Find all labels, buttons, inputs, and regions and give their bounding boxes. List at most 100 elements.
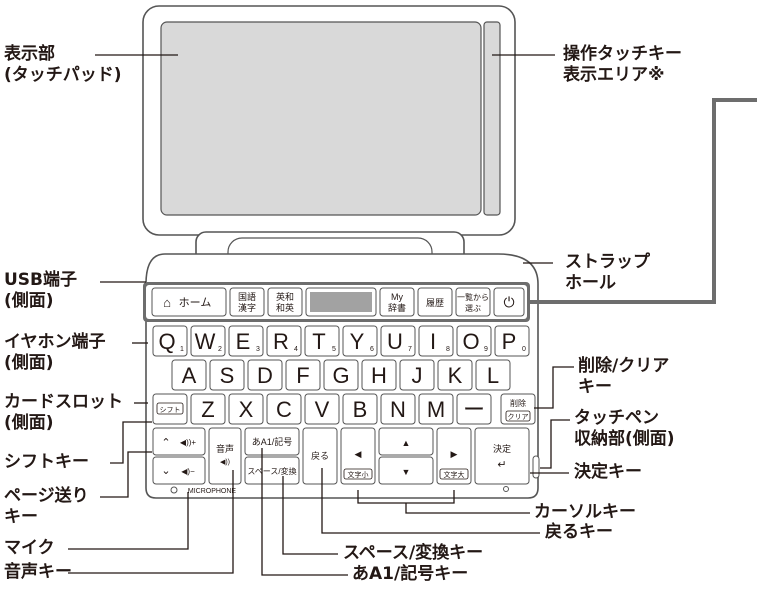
rireki-key[interactable]	[417, 287, 453, 317]
key-J[interactable]	[399, 359, 435, 391]
pen-slot	[532, 455, 540, 479]
my-jisho-key[interactable]	[379, 287, 415, 317]
moji-small-badge	[343, 468, 373, 480]
space-leader	[282, 476, 338, 555]
key-ー[interactable]	[456, 393, 492, 425]
label-card-slot-line2: (側面)	[4, 413, 54, 433]
microphone-hole	[170, 486, 178, 494]
label-space: スペース/変換キー	[343, 543, 483, 564]
voice-leader	[68, 470, 234, 574]
label-page-line2: キー	[4, 507, 38, 527]
key-X[interactable]	[228, 393, 264, 425]
label-enter-line1: 決定キー	[574, 462, 642, 482]
rireki-key-label: 履歴	[426, 298, 444, 308]
cursor-right-icon: ▶	[451, 449, 458, 459]
home-key-label: ホーム	[179, 296, 212, 309]
power-icon: ⏻	[503, 294, 514, 310]
page-up-key[interactable]	[152, 427, 206, 456]
kokugo-key-label-1: 国語	[238, 291, 256, 302]
label-shift: シフトキー	[4, 452, 89, 473]
enter-key-label: 決定	[493, 443, 511, 454]
label-back: 戻るキー	[545, 522, 613, 543]
key-U[interactable]	[380, 325, 416, 357]
key-label-X: X	[239, 397, 254, 422]
label-voice: 音声キー	[4, 562, 72, 583]
ichiran-key[interactable]	[455, 287, 491, 317]
cursor-down-key[interactable]	[378, 456, 434, 485]
key-P[interactable]	[494, 325, 530, 357]
highlight-connector	[530, 98, 757, 304]
clear-badge	[505, 410, 531, 422]
space-key[interactable]	[244, 456, 300, 485]
key-Z[interactable]	[190, 393, 226, 425]
key-label-T: T	[312, 329, 325, 354]
home-key[interactable]	[151, 287, 227, 317]
key-B[interactable]	[342, 393, 378, 425]
key-O[interactable]	[456, 325, 492, 357]
label-card-slot-line1: カードスロット	[4, 392, 123, 412]
key-A[interactable]	[171, 359, 207, 391]
delete-key-label: 削除	[510, 398, 526, 408]
my-key-label-1: My	[391, 292, 403, 302]
key-sub-T: 5	[332, 346, 336, 353]
key-F[interactable]	[285, 359, 321, 391]
cursor-down-icon: ▼	[402, 467, 411, 477]
page-down-key[interactable]	[152, 456, 206, 485]
key-L[interactable]	[475, 359, 511, 391]
key-V[interactable]	[304, 393, 340, 425]
moji-large-badge	[439, 468, 469, 480]
label-usb-line2: (側面)	[4, 291, 54, 311]
key-label-R: R	[273, 329, 289, 354]
delete-leader	[534, 366, 574, 409]
clear-key-label: クリア	[508, 413, 529, 421]
key-label-F: F	[296, 363, 309, 388]
back-leader	[321, 468, 540, 534]
key-W[interactable]	[190, 325, 226, 357]
voice-key-label: 音声	[216, 443, 234, 454]
key-label-M: M	[427, 397, 445, 422]
voice-key[interactable]	[208, 427, 242, 485]
ichiran-key-label-2: 選ぶ	[465, 303, 481, 313]
key-E[interactable]	[228, 325, 264, 357]
label-delete-line1: 削除/クリア	[578, 356, 670, 376]
cursor-leader	[357, 490, 530, 514]
key-S[interactable]	[209, 359, 245, 391]
key-M[interactable]	[418, 393, 454, 425]
key-R[interactable]	[266, 325, 302, 357]
kigo-leader	[261, 448, 348, 576]
speaker-dots	[310, 292, 372, 312]
key-H[interactable]	[361, 359, 397, 391]
volume-down-icon: ◀)−	[181, 467, 195, 476]
back-key[interactable]	[302, 427, 338, 485]
label-shift-line1: シフトキー	[4, 452, 89, 472]
key-D[interactable]	[247, 359, 283, 391]
label-earphone: イヤホン端子 (側面)	[4, 332, 106, 374]
label-touch-keys-line2: 表示エリア※	[563, 65, 665, 85]
kokugo-key[interactable]	[229, 287, 265, 317]
power-key[interactable]	[493, 287, 525, 317]
enter-icon: ↵	[497, 459, 506, 471]
key-T[interactable]	[304, 325, 340, 357]
key-I[interactable]	[418, 325, 454, 357]
enter-key[interactable]	[474, 427, 530, 485]
key-N[interactable]	[380, 393, 416, 425]
key-Y[interactable]	[342, 325, 378, 357]
key-Q[interactable]	[152, 325, 188, 357]
key-sub-Q: 1	[180, 346, 184, 353]
moji-small-label: 文字小	[348, 470, 369, 479]
display-screen	[160, 21, 482, 216]
key-C[interactable]	[266, 393, 302, 425]
label-mic: マイク	[4, 538, 55, 559]
eiwa-key[interactable]	[267, 287, 303, 317]
label-page-line1: ページ送り	[4, 486, 89, 506]
cursor-up-key[interactable]	[378, 427, 434, 456]
key-label-U: U	[387, 329, 403, 354]
key-K[interactable]	[437, 359, 473, 391]
key-sub-R: 4	[294, 346, 298, 353]
mic-leader	[68, 492, 189, 550]
label-enter: 決定キー	[574, 462, 642, 483]
key-G[interactable]	[323, 359, 359, 391]
kigo-key[interactable]	[244, 427, 300, 456]
key-label-A: A	[182, 363, 197, 388]
key-label-B: B	[353, 397, 368, 422]
